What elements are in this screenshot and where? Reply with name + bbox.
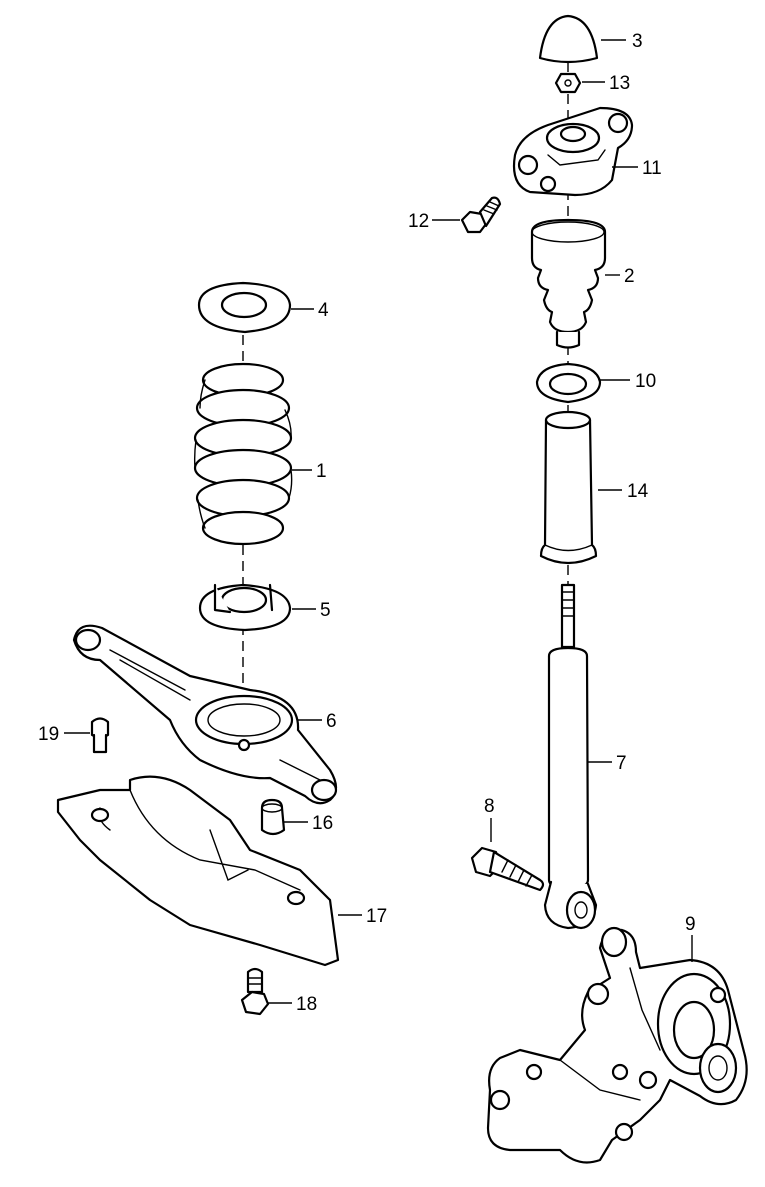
callout-3: 3 <box>632 31 643 52</box>
callout-18: 18 <box>296 994 317 1015</box>
callout-12: 12 <box>408 211 429 232</box>
callout-14: 14 <box>627 481 649 502</box>
callout-1: 1 <box>316 461 327 482</box>
lower-spring-seat-part <box>198 583 292 632</box>
screw-part <box>240 967 270 1016</box>
shock-bolt-part <box>470 846 545 892</box>
mount-bolt-part <box>460 196 502 234</box>
bump-stop-part <box>530 218 607 349</box>
callout-9: 9 <box>685 914 696 935</box>
callout-2: 2 <box>624 266 635 287</box>
callout-10: 10 <box>635 371 656 392</box>
callout-19: 19 <box>38 724 59 745</box>
coil-spring-part <box>193 362 293 546</box>
nut-part <box>554 72 582 94</box>
shock-absorber-part <box>543 583 598 930</box>
callout-17: 17 <box>366 906 387 927</box>
callout-4: 4 <box>318 300 329 321</box>
strut-mount-part <box>512 106 634 197</box>
callout-8: 8 <box>484 796 495 817</box>
callout-16: 16 <box>312 813 333 834</box>
trim-panel-part <box>56 775 340 967</box>
callout-11: 11 <box>642 158 662 179</box>
protective-cap-part <box>535 362 602 404</box>
wheel-bearing-housing-part <box>486 926 748 1164</box>
callout-13: 13 <box>609 73 630 94</box>
callout-5: 5 <box>320 600 331 621</box>
leader-lines <box>64 39 693 1004</box>
protective-sleeve-part <box>539 410 598 565</box>
upper-spring-seat-part <box>197 281 292 334</box>
rubber-buffer-part <box>260 798 286 836</box>
lower-control-arm-part <box>72 624 338 805</box>
callout-6: 6 <box>326 711 337 732</box>
dust-cap-part <box>538 14 599 64</box>
callout-7: 7 <box>616 753 627 774</box>
clip-part <box>90 717 110 754</box>
